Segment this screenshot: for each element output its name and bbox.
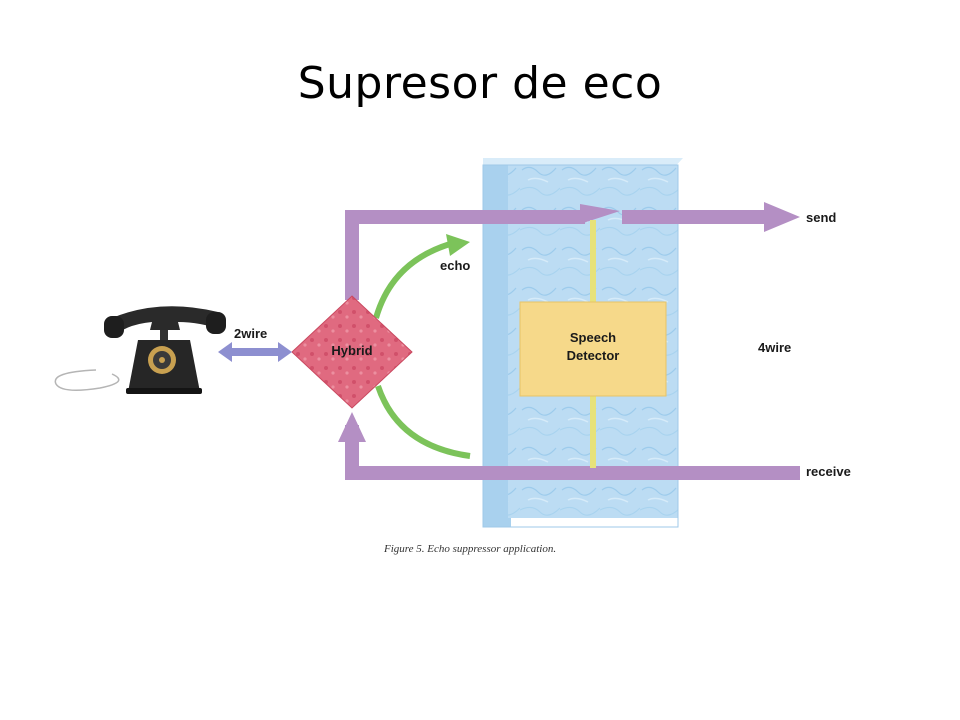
receive-wire	[338, 412, 800, 480]
send-label: send	[806, 210, 836, 225]
receive-label: receive	[806, 464, 851, 479]
four-wire-label: 4wire	[758, 340, 791, 355]
speech-label-line2: Detector	[567, 348, 620, 363]
slide-title: Supresor de eco	[297, 58, 663, 109]
echo-label: echo	[440, 258, 470, 273]
receive-arrow-icon	[338, 412, 366, 442]
speech-label-line1: Speech	[570, 330, 616, 345]
send-arrow-icon	[764, 202, 800, 232]
speech-detector-box	[519, 301, 667, 397]
echo-arcs	[373, 234, 471, 459]
echo-arrow-icon	[446, 234, 470, 256]
hybrid-diamond	[291, 295, 413, 409]
hybrid-label: Hybrid	[331, 343, 372, 358]
send-wire	[345, 202, 800, 232]
telephone-icon	[54, 306, 226, 394]
two-wire-label: 2wire	[234, 326, 267, 341]
two-wire-arrow	[218, 342, 292, 362]
send-riser	[345, 210, 359, 300]
figure-caption: Figure 5. Echo suppressor application.	[383, 543, 556, 555]
